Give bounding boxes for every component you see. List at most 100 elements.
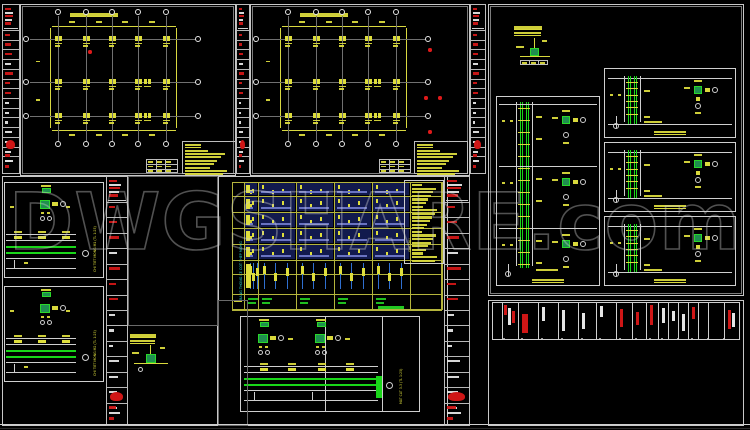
footing-detail-m2-title: CHI TIET MONG M2 (TL 1:25) bbox=[93, 330, 97, 376]
rebar-schedule-table-row-div-5 bbox=[232, 260, 442, 261]
detail-col-c1a-rebar-2 bbox=[630, 76, 631, 124]
detail-col-c2a-rebar-1 bbox=[628, 224, 629, 272]
bottom-detail-group-divider-2 bbox=[382, 316, 383, 412]
plan-roof-column-extra-tag bbox=[374, 85, 381, 88]
detail-col-c1-tall-level-bubble bbox=[505, 271, 511, 277]
plan-roof-grid-bubble-h-3 bbox=[252, 112, 260, 120]
title-block-bottom-left-row-rule bbox=[107, 248, 127, 250]
plan-roof-dim-top bbox=[326, 21, 332, 23]
title-block-left-b-red-text bbox=[239, 43, 243, 46]
title-block-left-a-row-rule bbox=[3, 68, 19, 70]
notes-block-center-line bbox=[412, 212, 435, 215]
bottom-detail-group-beam-tag-2 bbox=[318, 368, 326, 371]
plan-roof-grid-bubble-hr-1 bbox=[424, 35, 432, 43]
footing-detail-m1-dim-b bbox=[47, 212, 50, 214]
plan-foundation-column-extra-tag bbox=[144, 119, 151, 122]
notes-plan-left-note-line bbox=[185, 173, 224, 176]
plan-roof-node-selected-2 bbox=[438, 96, 442, 100]
detail-top-subtitle bbox=[514, 31, 541, 35]
title-block-left-a-red-text bbox=[5, 82, 11, 85]
rebar-schedule-table-cell-text bbox=[337, 191, 367, 193]
plan-foundation-column-tag2 bbox=[55, 45, 60, 47]
notes-block-center-line bbox=[412, 194, 431, 197]
detail-col-c1b-callout-b bbox=[618, 168, 621, 170]
title-block-bottom-mid-header-text bbox=[447, 190, 460, 193]
rebar-schedule-table-cell-mark bbox=[348, 236, 351, 240]
plan-roof-column-tag2 bbox=[365, 122, 370, 124]
plan-foundation-column-b-3-2 bbox=[113, 79, 116, 84]
detail-top-table bbox=[520, 60, 548, 65]
detail-col-c1-tall-sec-fill bbox=[562, 240, 570, 248]
detail-col-c1b-section-bar bbox=[705, 162, 710, 166]
detail-top-table-v2 bbox=[538, 60, 539, 65]
title-block-bottom-left-white-text bbox=[109, 344, 114, 348]
plan-roof-grid-bubble-h-1 bbox=[252, 35, 260, 43]
sheet-bottom-rule-2 bbox=[0, 428, 750, 429]
footing-detail-m2-note bbox=[24, 366, 28, 368]
title-block-left-b-row-rule bbox=[237, 127, 249, 129]
plan-foundation-node-selected-0 bbox=[88, 50, 92, 54]
title-block-bottom-mid-white-text bbox=[447, 360, 460, 363]
detail-col-c1-tall-stirrup bbox=[518, 168, 530, 169]
detail-col-c1-tall-dim2 bbox=[536, 138, 542, 140]
bottom-right-strip bbox=[492, 302, 740, 340]
small-detail-bottom-left-subtitle bbox=[130, 339, 155, 343]
rebar-schedule-table-cell bbox=[335, 197, 371, 211]
rebar-schedule-table-cell-mark bbox=[396, 217, 399, 221]
footing-detail-m1-foot-dim-2 bbox=[62, 231, 70, 233]
detail-col-c1b-stirrup bbox=[626, 156, 638, 157]
plan-roof-column-extra-b-1 bbox=[378, 113, 381, 118]
title-block-bottom-left-red-text bbox=[109, 282, 117, 286]
plan-foundation-column-tag bbox=[135, 42, 142, 45]
detail-col-c1-tall-sec-dim bbox=[552, 179, 558, 181]
plan-foundation-column-tag2 bbox=[83, 45, 88, 47]
title-block-bottom-mid-white-text bbox=[447, 329, 454, 332]
legend-plan-right-cell bbox=[399, 161, 405, 163]
detail-col-c2a-outline-right bbox=[640, 224, 641, 270]
title-block-bottom-left-header-text bbox=[109, 194, 118, 197]
rebar-schedule-table-col-div-6 bbox=[410, 182, 411, 310]
bottom-detail-group-step-h-0 bbox=[254, 400, 262, 401]
detail-top-column-fill bbox=[530, 48, 539, 56]
plan-foundation-column-tag bbox=[83, 42, 90, 45]
legend-plan-right bbox=[379, 159, 411, 173]
rebar-schedule-table-row-div-0 bbox=[232, 182, 442, 183]
plan-roof-grid-bubble-hr-3 bbox=[424, 112, 432, 120]
detail-col-c1b-stirrup bbox=[626, 162, 638, 164]
plan-roof-column-3-3 bbox=[339, 113, 342, 118]
footing-detail-m2-col-bar bbox=[52, 306, 58, 310]
title-block-left-a-header-text bbox=[5, 15, 13, 18]
bottom-detail-group-beam-dim-2 bbox=[318, 363, 326, 365]
rebar-schedule-table-bar-shape bbox=[264, 263, 265, 289]
footing-detail-m1-foot-bottom bbox=[6, 258, 76, 259]
sheet-border-bottom-right bbox=[488, 300, 744, 426]
bottom-detail-group-beam-bottom bbox=[244, 390, 378, 391]
detail-col-c1-tall-rebar-1 bbox=[520, 102, 521, 268]
title-block-bottom-left-red-text bbox=[109, 220, 117, 224]
notes-plan-right-note-line bbox=[417, 169, 459, 172]
plan-foundation-column-tag2 bbox=[135, 45, 140, 47]
footing-detail-m2-foot-dim-1 bbox=[38, 335, 46, 337]
title-block-left-a-footer-red2 bbox=[5, 165, 9, 168]
detail-col-c1a-stirrup bbox=[626, 113, 638, 115]
footing-detail-m2-step-v bbox=[14, 364, 15, 372]
sheet-inner-details-right bbox=[490, 6, 742, 294]
title-block-mid-b-header-text bbox=[473, 11, 480, 14]
legend-plan-right-cell bbox=[381, 161, 386, 163]
rebar-schedule-table-cell-text bbox=[337, 207, 367, 209]
legend-plan-left-cell bbox=[157, 161, 163, 163]
rebar-schedule-table-bar-end bbox=[361, 268, 365, 276]
plan-roof-column-b-1-2 bbox=[289, 79, 292, 84]
plan-foundation-column-tag2 bbox=[55, 122, 60, 124]
plan-foundation-column-5-2 bbox=[163, 79, 166, 84]
rebar-schedule-table-bar-shape bbox=[302, 263, 303, 289]
title-block-left-a-row-rule bbox=[3, 39, 19, 41]
title-block-bottom-left-white-text bbox=[109, 252, 118, 255]
bottom-right-strip-div-10 bbox=[668, 303, 669, 339]
plan-foundation-column-b-4-2 bbox=[139, 79, 142, 84]
detail-col-c1-tall-sec-bar bbox=[573, 118, 578, 122]
plan-roof-dim-top bbox=[379, 21, 385, 23]
detail-col-c1a-dim-right bbox=[644, 90, 650, 92]
plan-foundation-grid-v-5 bbox=[166, 16, 167, 142]
